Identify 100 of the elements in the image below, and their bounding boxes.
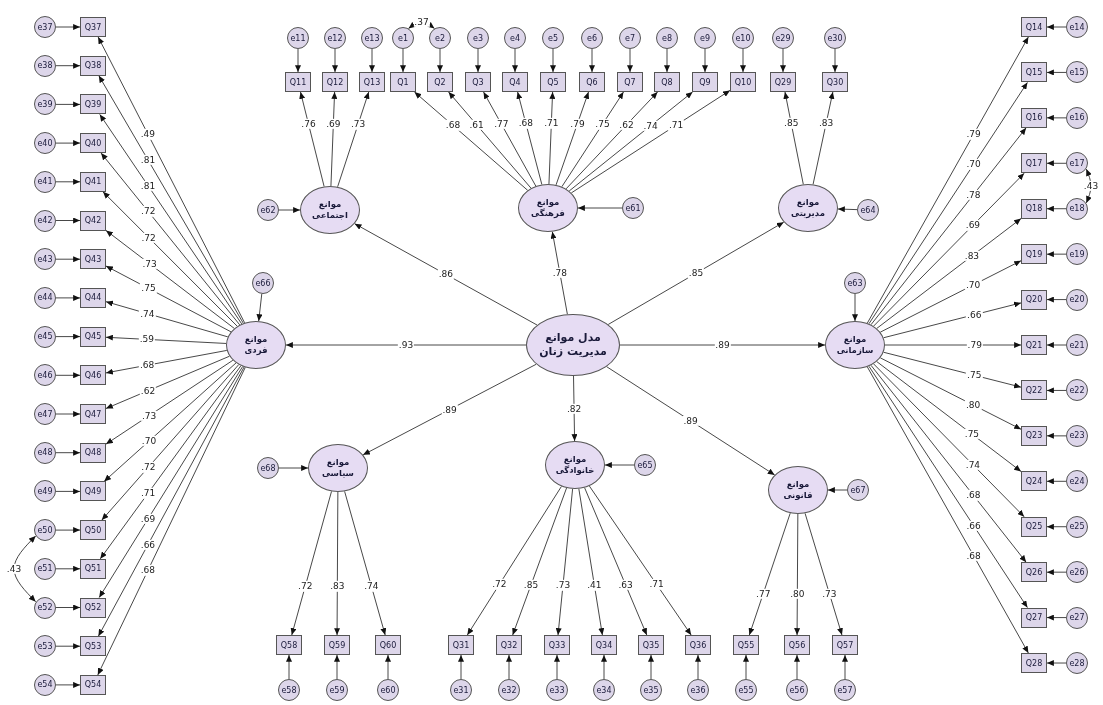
indicator-box: Q45 bbox=[80, 326, 106, 347]
indicator-box: Q28 bbox=[1021, 653, 1047, 673]
factor-ellipse: موانع مدیریتی bbox=[778, 184, 838, 232]
error-circle: e40 bbox=[34, 132, 56, 155]
edge-label: .82 bbox=[565, 403, 583, 414]
error-circle: e54 bbox=[34, 673, 56, 696]
error-circle: e5 bbox=[542, 27, 564, 49]
indicator-box: Q15 bbox=[1021, 62, 1047, 83]
indicator-box: Q14 bbox=[1021, 17, 1047, 37]
edge-label: .75 bbox=[140, 283, 157, 294]
indicator-box: Q10 bbox=[730, 72, 756, 92]
edge-label: .71 bbox=[648, 579, 665, 590]
error-circle: e43 bbox=[34, 248, 56, 271]
error-circle: e8 bbox=[656, 27, 678, 49]
indicator-box: Q42 bbox=[80, 210, 106, 231]
edge-label: .62 bbox=[618, 119, 635, 131]
error-circle: e61 bbox=[622, 197, 644, 219]
error-circle: e4 bbox=[504, 27, 526, 49]
edge-label: .66 bbox=[965, 520, 982, 531]
indicator-box: Q46 bbox=[80, 365, 106, 386]
indicator-box: Q55 bbox=[733, 635, 759, 655]
indicator-box: Q39 bbox=[80, 94, 106, 115]
error-circle: e30 bbox=[824, 27, 846, 49]
edge-label: .79 bbox=[569, 118, 586, 129]
edge-label: .75 bbox=[966, 370, 983, 381]
indicator-box: Q20 bbox=[1021, 289, 1047, 310]
edge-label: .37 bbox=[413, 16, 430, 28]
error-circle: e14 bbox=[1066, 16, 1088, 38]
indicator-box: Q24 bbox=[1021, 471, 1047, 492]
indicator-box: Q37 bbox=[80, 17, 106, 37]
error-circle: e57 bbox=[834, 679, 856, 701]
error-circle: e55 bbox=[735, 679, 757, 701]
error-circle: e49 bbox=[34, 480, 56, 503]
edge-label: .89 bbox=[441, 404, 458, 415]
indicator-box: Q26 bbox=[1021, 562, 1047, 583]
indicator-box: Q49 bbox=[80, 481, 106, 502]
edge-label: .81 bbox=[139, 154, 157, 166]
edge-label: .69 bbox=[139, 513, 157, 525]
indicator-box: Q11 bbox=[285, 72, 311, 92]
error-circle: e29 bbox=[772, 27, 794, 49]
edge-label: .74 bbox=[363, 581, 380, 592]
error-circle: e66 bbox=[252, 272, 274, 294]
edge-label: .77 bbox=[493, 118, 510, 130]
indicator-box: Q30 bbox=[822, 72, 848, 92]
edge-label: .81 bbox=[139, 180, 157, 191]
indicator-box: Q50 bbox=[80, 520, 106, 541]
edge-label: .68 bbox=[965, 490, 982, 501]
indicator-box: Q12 bbox=[322, 72, 348, 92]
edge-label: .70 bbox=[140, 435, 158, 447]
edge-label: .68 bbox=[444, 120, 462, 131]
error-circle: e56 bbox=[786, 679, 808, 701]
factor-ellipse: موانع اجتماعی bbox=[300, 186, 360, 234]
error-circle: e26 bbox=[1066, 561, 1088, 584]
edge-label: .43 bbox=[1082, 180, 1100, 192]
edge-label: .78 bbox=[551, 267, 568, 279]
error-circle: e51 bbox=[34, 557, 56, 580]
indicator-box: Q7 bbox=[617, 72, 643, 92]
error-circle: e17 bbox=[1066, 152, 1088, 175]
factor-ellipse: موانع قانونی bbox=[768, 466, 828, 514]
error-circle: e33 bbox=[546, 679, 568, 701]
edge-label: .69 bbox=[964, 220, 982, 231]
indicator-box: Q2 bbox=[427, 72, 453, 92]
edge-label: .43 bbox=[5, 563, 23, 574]
error-circle: e60 bbox=[377, 679, 399, 701]
edge-label: .83 bbox=[329, 581, 346, 592]
edge-label: .66 bbox=[966, 309, 983, 320]
indicator-box: Q51 bbox=[80, 558, 106, 579]
indicator-box: Q18 bbox=[1021, 198, 1047, 219]
error-circle: e16 bbox=[1066, 106, 1088, 129]
error-circle: e62 bbox=[257, 199, 279, 221]
error-circle: e15 bbox=[1066, 61, 1088, 84]
edge-label: .41 bbox=[586, 580, 603, 591]
indicator-box: Q44 bbox=[80, 287, 106, 308]
edge-label: .79 bbox=[965, 129, 982, 140]
edge-label: .73 bbox=[821, 588, 838, 599]
indicator-box: Q5 bbox=[540, 72, 566, 92]
factor-ellipse: موانع فرهنگی bbox=[518, 184, 578, 232]
error-circle: e13 bbox=[361, 27, 383, 49]
edge-label: .68 bbox=[139, 565, 157, 576]
indicator-box: Q4 bbox=[502, 72, 528, 92]
indicator-box: Q1 bbox=[390, 72, 416, 92]
edge-label: .73 bbox=[140, 410, 158, 421]
edge-label: .73 bbox=[554, 580, 572, 591]
error-circle: e1 bbox=[392, 27, 414, 49]
indicator-box: Q40 bbox=[80, 133, 106, 154]
error-circle: e41 bbox=[34, 170, 56, 193]
indicator-box: Q59 bbox=[324, 635, 350, 655]
error-circle: e53 bbox=[34, 635, 56, 658]
indicator-box: Q3 bbox=[465, 72, 491, 92]
edge-label: .59 bbox=[138, 334, 155, 345]
edge-label: .70 bbox=[965, 279, 982, 291]
error-circle: e7 bbox=[619, 27, 641, 49]
edge-label: .72 bbox=[140, 232, 157, 243]
indicator-box: Q27 bbox=[1021, 607, 1047, 628]
indicator-box: Q41 bbox=[80, 171, 106, 192]
error-circle: e46 bbox=[34, 364, 56, 387]
edge-label: .68 bbox=[138, 360, 156, 371]
error-circle: e28 bbox=[1066, 652, 1088, 674]
indicator-box: Q6 bbox=[579, 72, 605, 92]
edge-label: .75 bbox=[594, 119, 611, 130]
